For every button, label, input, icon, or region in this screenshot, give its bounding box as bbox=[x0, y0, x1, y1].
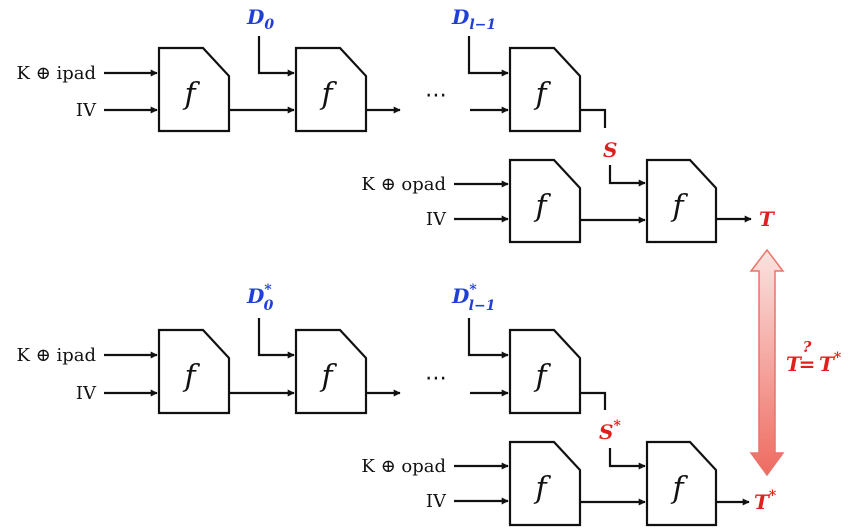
ellipsis: ⋯ bbox=[425, 366, 447, 391]
s-arrow bbox=[608, 165, 646, 187]
s-wire bbox=[580, 108, 607, 128]
compare-right-t-star: T* bbox=[819, 350, 842, 376]
s-wire bbox=[580, 391, 607, 410]
f-box-inner-2 bbox=[294, 328, 368, 415]
dl-arrow bbox=[467, 318, 509, 359]
compare-question-mark: ? bbox=[803, 338, 812, 356]
d0-arrow bbox=[257, 318, 295, 359]
iv-label: IV bbox=[76, 383, 97, 404]
f-box-inner-1 bbox=[157, 46, 231, 133]
inner-hash-s: S bbox=[603, 138, 617, 162]
outer-iv-label: IV bbox=[426, 209, 447, 230]
inner-key-label: K ⊕ ipad bbox=[16, 345, 96, 366]
tag-comparison: T ? = T* bbox=[749, 248, 842, 477]
dl-arrow bbox=[467, 36, 509, 77]
outer-key-label: K ⊕ opad bbox=[361, 174, 446, 195]
f-box-inner-1 bbox=[157, 328, 231, 415]
f-box-inner-3 bbox=[508, 46, 582, 133]
f-box-inner-2 bbox=[294, 46, 368, 133]
iv-label: IV bbox=[76, 100, 97, 121]
compare-left-t: T bbox=[786, 352, 803, 376]
f-box-outer-2 bbox=[645, 440, 718, 527]
d0-arrow bbox=[257, 36, 295, 77]
tag-t: T bbox=[759, 207, 776, 231]
inner-key-label: K ⊕ ipad bbox=[16, 63, 96, 84]
hmac-top: K ⊕ ipad IV f D0 f ⋯ Dl−1 f S K ⊕ opad I… bbox=[16, 5, 776, 244]
hmac-bottom: K ⊕ ipad IV f D*0 f ⋯ D*l−1 f S* K ⊕ opa… bbox=[16, 282, 777, 527]
f-box-outer-1 bbox=[508, 440, 582, 527]
f-box-outer-1 bbox=[508, 158, 582, 244]
message-block-d0-star: D*0 bbox=[246, 282, 274, 314]
message-block-dl-1-star: D*l−1 bbox=[451, 282, 495, 314]
comparison-arrow bbox=[749, 248, 785, 477]
message-block-dl-1: Dl−1 bbox=[451, 5, 496, 33]
message-block-d0: D0 bbox=[246, 5, 274, 33]
inner-hash-s-star: S* bbox=[599, 418, 621, 444]
outer-iv-label: IV bbox=[426, 491, 447, 512]
s-arrow bbox=[608, 448, 646, 470]
outer-key-label: K ⊕ opad bbox=[361, 456, 446, 477]
f-box-outer-2 bbox=[645, 158, 718, 244]
tag-t-star: T* bbox=[754, 488, 777, 514]
ellipsis: ⋯ bbox=[425, 83, 447, 108]
compare-equals: = bbox=[799, 352, 816, 376]
f-box-inner-3 bbox=[508, 328, 582, 415]
